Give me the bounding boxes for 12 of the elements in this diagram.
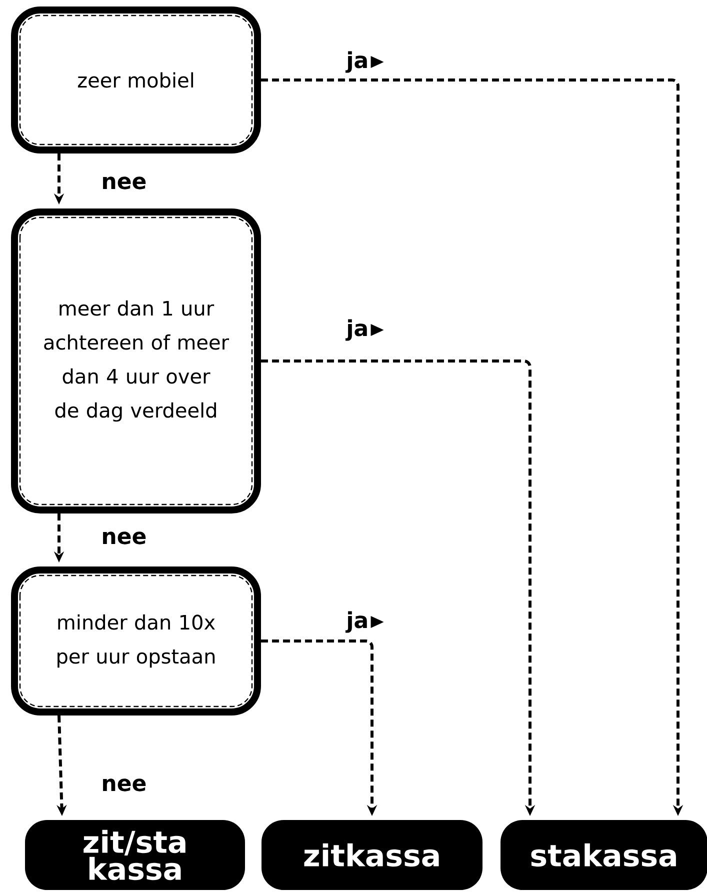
edge-label: ja bbox=[345, 610, 384, 634]
edge-label: nee bbox=[100, 778, 148, 792]
edge-label: nee bbox=[100, 176, 148, 190]
decision-box: meer dan 1 uur achtereen of meer dan 4 uur over de dag verdeeld bbox=[11, 208, 261, 514]
decision-box: minder dan 10x per uur opstaan bbox=[11, 566, 261, 716]
decision-box: zeer mobiel bbox=[11, 6, 261, 154]
result-box: stakassa bbox=[500, 820, 707, 890]
result-box: zitkassa bbox=[262, 820, 482, 890]
edge-label: ja bbox=[345, 50, 384, 74]
result-box: zit/sta kassa bbox=[25, 820, 245, 890]
edge-label: nee bbox=[100, 530, 148, 546]
edge-label: ja bbox=[345, 318, 384, 342]
